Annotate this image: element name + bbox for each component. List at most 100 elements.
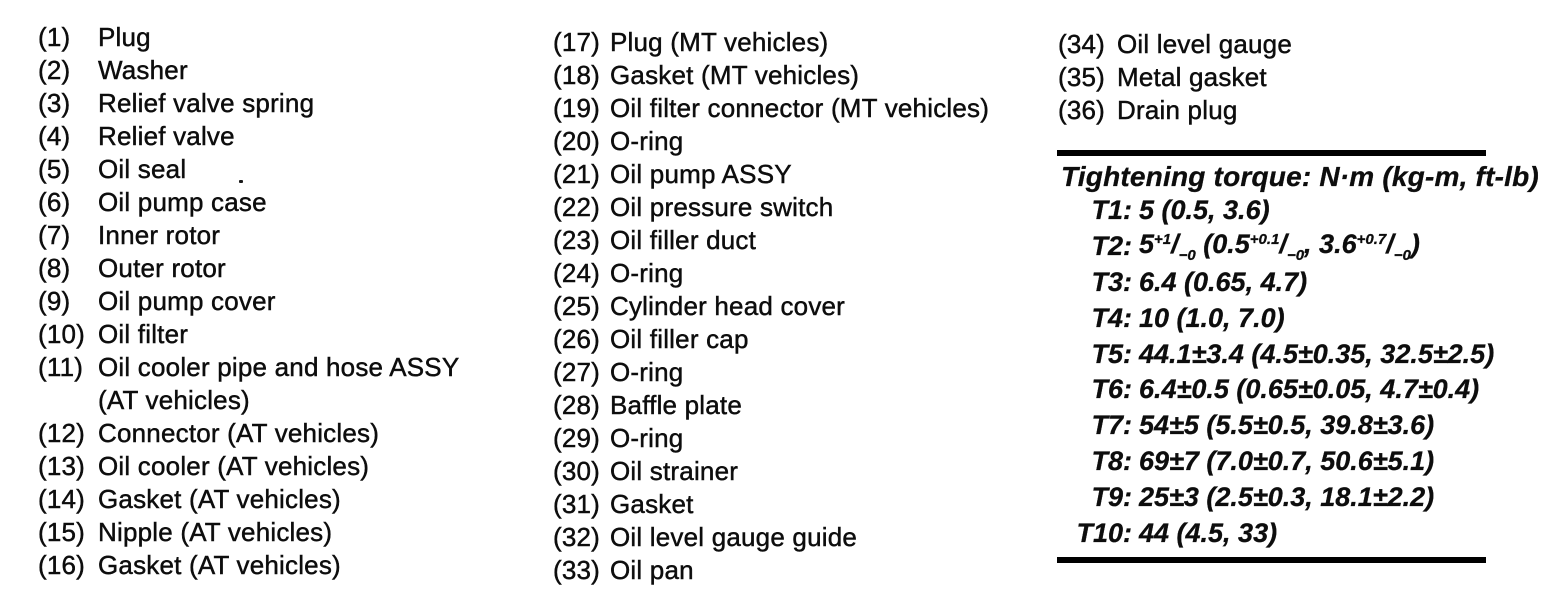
part-row: (19) Oil filter connector (MT vehicles) xyxy=(553,92,1003,125)
part-row: (14) Gasket (AT vehicles) xyxy=(38,483,508,516)
part-label: Oil filler cap xyxy=(610,324,749,354)
part-row: (29) O-ring xyxy=(553,422,1003,455)
part-row: (32) Oil level gauge guide xyxy=(553,521,1003,554)
torque-entry-value: 5+1/−0 (0.5+0.1/−0, 3.6+0.7/−0) xyxy=(1139,229,1420,265)
part-row: (6) Oil pump case xyxy=(38,186,508,219)
torque-entry-label: T5: xyxy=(1091,338,1132,369)
part-row: (31) Gasket xyxy=(553,488,1003,521)
part-label-continuation: (AT vehicles) xyxy=(98,385,250,415)
part-label: Oil level gauge xyxy=(1117,29,1292,59)
part-label: Relief valve xyxy=(98,121,235,151)
part-label: Nipple (AT vehicles) xyxy=(98,517,333,547)
part-number: (27) xyxy=(553,357,601,387)
part-number: (31) xyxy=(553,489,601,519)
torque-entry-value: 44 (4.5, 33) xyxy=(1139,517,1278,548)
part-number: (24) xyxy=(553,258,601,288)
part-row: (34) Oil level gauge xyxy=(1058,28,1498,61)
part-number: (29) xyxy=(553,423,601,453)
part-row: (3) Relief valve spring xyxy=(38,87,508,120)
part-number: (26) xyxy=(553,324,601,354)
part-number: (2) xyxy=(38,55,71,85)
part-label: O-ring xyxy=(610,126,684,156)
part-row: (24) O-ring xyxy=(553,257,1003,290)
torque-entry-value: 44.1±3.4 (4.5±0.35, 32.5±2.5) xyxy=(1139,338,1495,369)
part-row: (16) Gasket (AT vehicles) xyxy=(38,549,508,582)
torque-entry: T1: 5 (0.5, 3.6) xyxy=(1061,193,1486,229)
part-row: (13) Oil cooler (AT vehicles) xyxy=(38,450,508,483)
part-label: Oil pump ASSY xyxy=(610,159,792,189)
torque-entry-label: T9: xyxy=(1091,481,1132,512)
part-row: (30) Oil strainer xyxy=(553,455,1003,488)
part-row: (9) Oil pump cover xyxy=(38,285,508,318)
torque-entry-value: 10 (1.0, 7.0) xyxy=(1139,302,1285,333)
part-label: Oil cooler pipe and hose ASSY(AT vehicle… xyxy=(98,351,498,417)
part-row: (12) Connector (AT vehicles) xyxy=(38,417,508,450)
scan-artifact-dot xyxy=(239,180,243,183)
part-row: (17) Plug (MT vehicles) xyxy=(553,26,1003,59)
part-row: (28) Baffle plate xyxy=(553,389,1003,422)
part-number: (4) xyxy=(38,121,71,151)
part-label: Oil pressure switch xyxy=(610,192,834,222)
torque-entry-label: T8: xyxy=(1091,445,1132,476)
part-row: (36) Drain plug xyxy=(1058,94,1498,127)
part-row: (26) Oil filler cap xyxy=(553,323,1003,356)
part-number: (28) xyxy=(553,390,601,420)
torque-entry-value: 69±7 (7.0±0.7, 50.6±5.1) xyxy=(1139,445,1435,476)
part-row: (20) O-ring xyxy=(553,125,1003,158)
part-label: O-ring xyxy=(610,258,684,288)
part-number: (5) xyxy=(38,154,71,184)
part-number: (1) xyxy=(38,22,71,52)
part-label: Oil pump case xyxy=(98,187,267,217)
part-number: (3) xyxy=(38,88,71,118)
part-number: (20) xyxy=(553,126,601,156)
part-label: Oil pan xyxy=(610,555,694,585)
part-row: (21) Oil pump ASSY xyxy=(553,158,1003,191)
torque-entry-label: T3: xyxy=(1091,266,1132,297)
torque-title: Tightening torque: N·m (kg-m, ft-lb) xyxy=(1061,161,1539,192)
part-number: (35) xyxy=(1058,62,1106,92)
part-number: (17) xyxy=(553,27,601,57)
part-number: (7) xyxy=(38,220,71,250)
torque-entry-value: 6.4 (0.65, 4.7) xyxy=(1139,266,1308,297)
torque-entry-label: T1: xyxy=(1091,195,1132,226)
parts-column-3: (34) Oil level gauge (35) Metal gasket (… xyxy=(1058,28,1498,127)
torque-entry-label: T2: xyxy=(1091,231,1132,262)
torque-entry: T9: 25±3 (2.5±0.3, 18.1±2.2) xyxy=(1061,479,1486,515)
torque-entry-value: 5 (0.5, 3.6) xyxy=(1139,195,1270,226)
part-row: (10) Oil filter xyxy=(38,318,508,351)
part-label: Outer rotor xyxy=(98,253,226,283)
part-label: Oil filter xyxy=(98,319,189,349)
part-row: (18) Gasket (MT vehicles) xyxy=(553,59,1003,92)
part-number: (11) xyxy=(38,352,84,382)
part-number: (32) xyxy=(553,522,601,552)
torque-entry: T4: 10 (1.0, 7.0) xyxy=(1061,300,1486,336)
torque-entry: T8: 69±7 (7.0±0.7, 50.6±5.1) xyxy=(1061,444,1486,480)
part-label: Inner rotor xyxy=(98,220,221,250)
part-row: (1) Plug xyxy=(38,21,508,54)
part-label: Oil seal xyxy=(98,154,187,184)
part-number: (14) xyxy=(38,484,86,514)
part-number: (12) xyxy=(38,418,86,448)
part-row: (5) Oil seal xyxy=(38,153,508,186)
part-row: (15) Nipple (AT vehicles) xyxy=(38,516,508,549)
part-label: O-ring xyxy=(610,357,684,387)
part-row: (4) Relief valve xyxy=(38,120,508,153)
torque-entry-label: T4: xyxy=(1091,302,1132,333)
torque-entry-label: T10: xyxy=(1076,517,1132,548)
part-row: (7) Inner rotor xyxy=(38,219,508,252)
part-number: (16) xyxy=(38,550,86,580)
part-number: (9) xyxy=(38,286,71,316)
part-label: Metal gasket xyxy=(1117,62,1267,92)
part-label: O-ring xyxy=(610,423,684,453)
part-label: Drain plug xyxy=(1117,95,1238,125)
part-label: Oil pump cover xyxy=(98,286,276,316)
part-label: Plug xyxy=(98,22,151,52)
torque-entry: T5: 44.1±3.4 (4.5±0.35, 32.5±2.5) xyxy=(1061,336,1494,372)
part-label: Relief valve spring xyxy=(98,88,315,118)
torque-entry-value: 25±3 (2.5±0.3, 18.1±2.2) xyxy=(1139,481,1435,512)
part-label: Gasket (AT vehicles) xyxy=(98,550,341,580)
torque-entry: T7: 54±5 (5.5±0.5, 39.8±3.6) xyxy=(1061,408,1486,444)
part-label: Gasket xyxy=(610,489,694,519)
part-number: (34) xyxy=(1058,29,1106,59)
torque-entry-label: T7: xyxy=(1091,410,1132,441)
